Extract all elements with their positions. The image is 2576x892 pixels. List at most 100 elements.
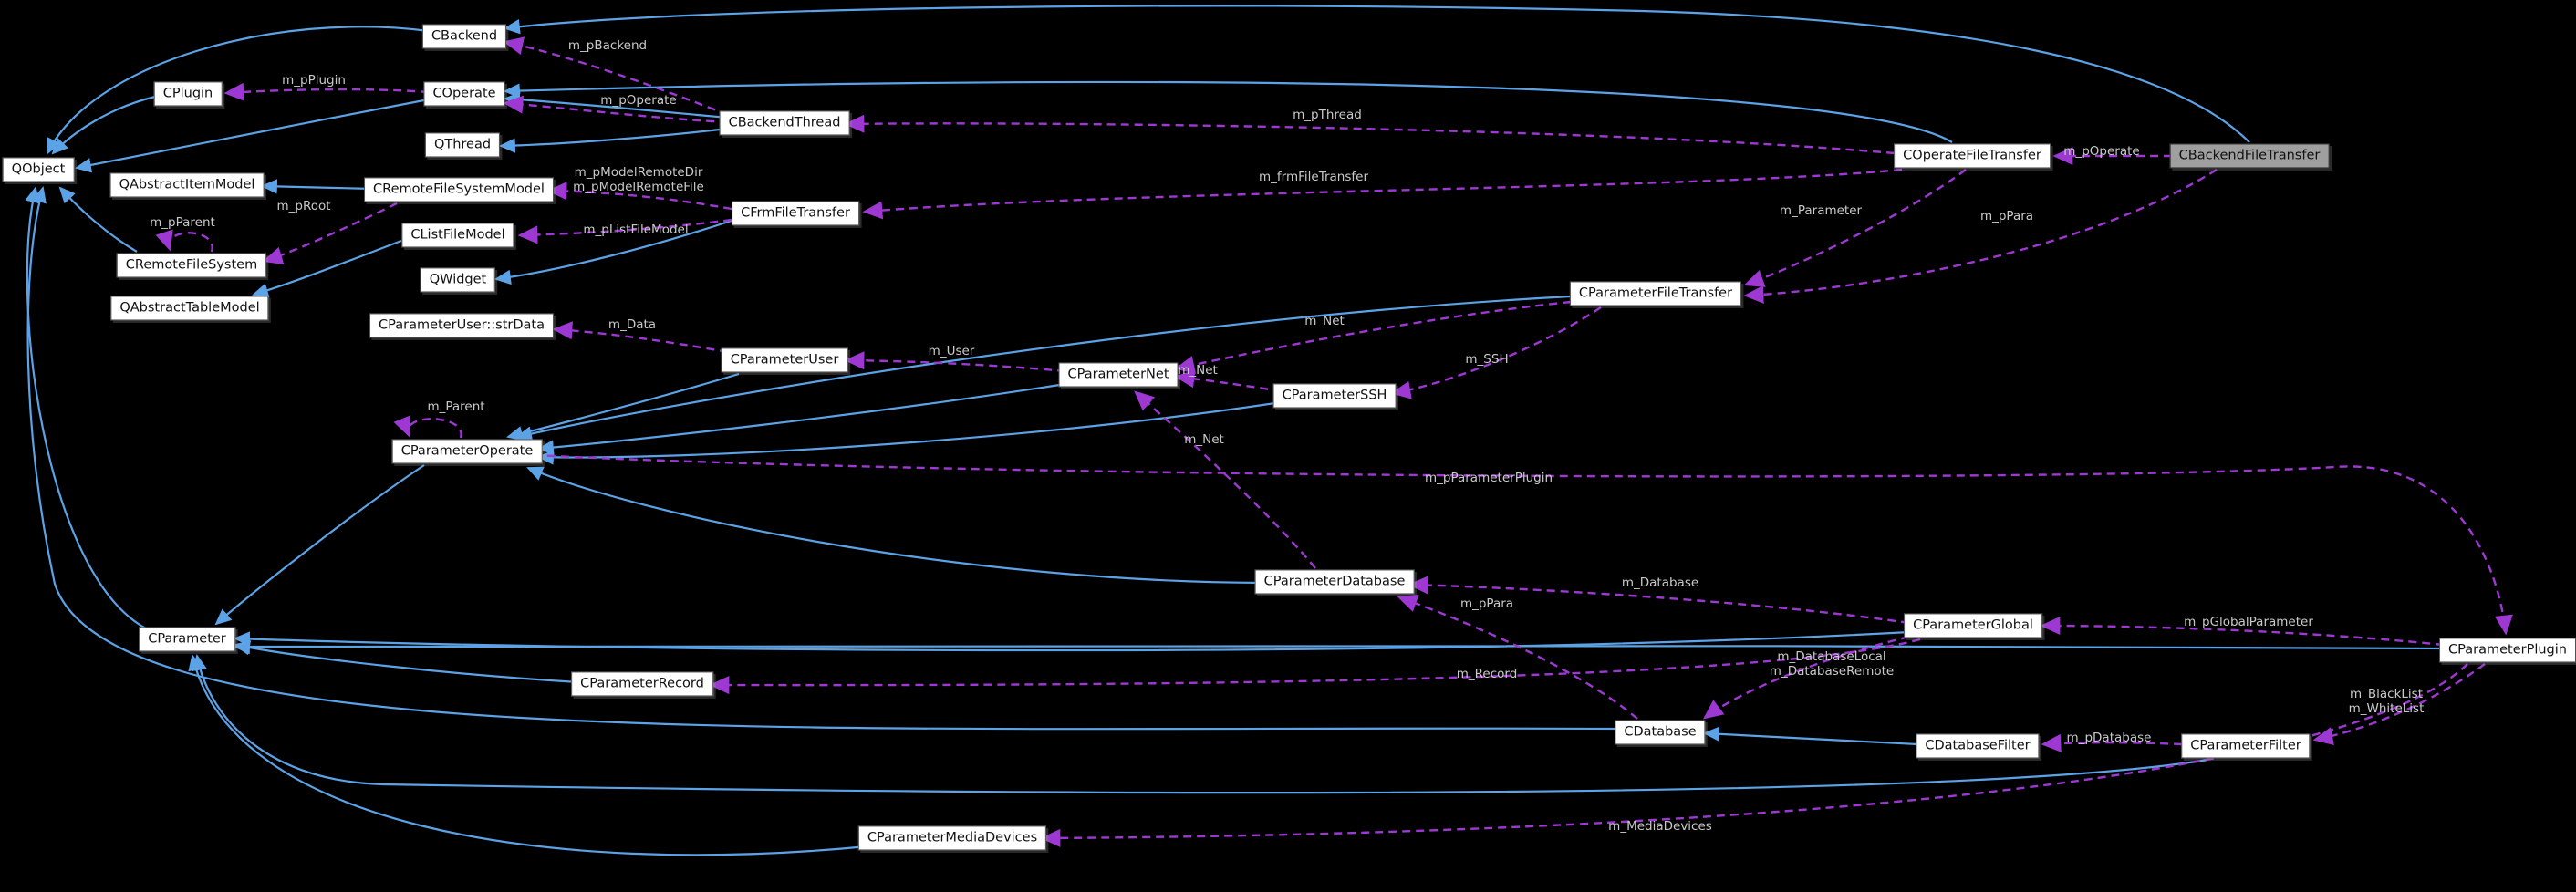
edge-cdatabase-to-cparameterdatabase [1397, 595, 1638, 720]
edge-cparameterfilter-to-cparameter [192, 653, 2208, 794]
edge-cfrmfiletransfer-to-qwidget [493, 219, 732, 285]
class-node-cremotefilesystemmodel[interactable]: CRemoteFileSystemModel [364, 177, 554, 202]
edge-cparameterglobal-to-cparameter [233, 630, 1910, 652]
edge-cparameterplugin-to-cparametermediadevices [1040, 663, 2468, 847]
edge-cparameternet-to-cparameteroperate [536, 382, 1066, 455]
class-node-cparameterfilter[interactable]: CParameterFilter [2181, 733, 2311, 759]
class-node-cbackendfiletransfer: CBackendFileTransfer [2169, 143, 2330, 169]
edge-label-m_pListFileModel: m_pListFileModel [583, 222, 689, 237]
class-node-cbackendthread[interactable]: CBackendThread [719, 110, 850, 136]
class-node-cfrmfiletransfer[interactable]: CFrmFileTransfer [732, 201, 859, 226]
edge-label-m_pBackend: m_pBackend [567, 37, 648, 53]
class-node-qabstracttablemodel[interactable]: QAbstractTableModel [110, 296, 269, 321]
class-node-cparameterssh[interactable]: CParameterSSH [1272, 383, 1397, 409]
edge-label-m_pPara: m_pPara [1979, 208, 2034, 223]
edge-cparameterfiletransfer-to-cparameternet [1174, 300, 1572, 374]
class-node-cparameternet[interactable]: CParameterNet [1058, 362, 1179, 388]
edge-cparameteruser-to-cparameteroperate [506, 372, 740, 441]
edge-cparameterrecord-to-cparameter [233, 640, 579, 684]
edge-cremotefilesystemmodel-to-cremotefilesystem [262, 202, 398, 265]
edge-cparameter-to-qobject [25, 185, 147, 629]
edge-label-m_MediaDevices: m_MediaDevices [1608, 818, 1712, 834]
class-node-cparameteroperate[interactable]: CParameterOperate [391, 439, 543, 464]
class-node-cparametermediadevices[interactable]: CParameterMediaDevices [857, 825, 1047, 851]
edge-label-m_frmFileTransfer: m_frmFileTransfer [1259, 169, 1368, 184]
class-node-cparameterdatabase[interactable]: CParameterDatabase [1254, 569, 1415, 595]
edge-label-m_pParent: m_pParent [150, 214, 215, 230]
class-node-qwidget[interactable]: QWidget [420, 267, 496, 293]
edge-label-m_Database: m_Database [1621, 575, 1699, 590]
edge-coperate-to-cplugin [223, 82, 430, 101]
class-node-cplugin[interactable]: CPlugin [153, 81, 223, 107]
edge-label-m_pParameterPlugin: m_pParameterPlugin [1424, 470, 1553, 485]
edge-cbackend-to-qobject [47, 26, 430, 155]
class-node-qobject[interactable]: QObject [2, 157, 75, 182]
class-node-cbackend[interactable]: CBackend [421, 24, 507, 49]
edge-label-m_pGlobalParameter: m_pGlobalParameter [2184, 614, 2313, 629]
edge-label-m_pModelRemoteDir: m_pModelRemoteDir m_pModelRemoteFile [573, 164, 704, 194]
edge-label-m_pOperate: m_pOperate [2063, 143, 2140, 159]
edge-cparameterglobal-to-cdatabase [1703, 635, 1910, 720]
edge-cplugin-to-qobject [51, 95, 156, 155]
class-node-cparameterfiletransfer[interactable]: CParameterFileTransfer [1569, 281, 1742, 306]
edge-coperatefiletransfer-to-coperate [503, 80, 1953, 143]
class-node-cdatabase[interactable]: CDatabase [1615, 720, 1706, 745]
edge-cbackendfiletransfer-to-cbackend [503, 5, 2250, 143]
class-node-cparameter[interactable]: CParameter [139, 627, 235, 652]
edge-cparameterfilter-to-cdatabasefilter [2041, 733, 2183, 752]
class-node-cremotefilesystem[interactable]: CRemoteFileSystem [116, 253, 267, 278]
edge-cremotefilesystemmodel-to-qabstractitemmodel [260, 179, 375, 194]
class-node-coperate[interactable]: COperate [423, 81, 505, 107]
class-node-strdata[interactable]: CParameterUser::strData [369, 313, 554, 338]
edge-cparameterfiletransfer-to-cparameteroperate [514, 295, 1572, 441]
edge-cbackendthread-to-cbackend [503, 36, 729, 117]
edge-label-m_pPlugin: m_pPlugin [282, 72, 346, 88]
edge-cparameteroperate-to-cparameteroperate [393, 415, 462, 439]
class-node-clistfilemodel[interactable]: CListFileModel [401, 223, 514, 248]
edge-cparameternet-to-cparameteruser [844, 351, 1066, 373]
edge-label-m_Data: m_Data [608, 316, 657, 332]
edge-label-m_pDatabase: m_pDatabase [2066, 730, 2152, 745]
edge-cremotefilesystem-to-qobject [58, 186, 138, 253]
edge-cparameterssh-to-cparameternet [1174, 369, 1283, 393]
edge-label-m_Record: m_Record [1456, 666, 1518, 681]
edge-cbackendthread-to-qthread [498, 127, 729, 153]
edge-cparametermediadevices-to-cparameter [188, 653, 868, 856]
class-node-cparameteruser[interactable]: CParameterUser [721, 347, 848, 373]
edge-coperatefiletransfer-to-cfrmfiletransfer [862, 168, 1903, 220]
class-node-cparameterrecord[interactable]: CParameterRecord [571, 671, 713, 697]
class-node-qthread[interactable]: QThread [424, 132, 501, 158]
class-node-cdatabasefilter[interactable]: CDatabaseFilter [1916, 733, 2040, 759]
edge-cparameterdatabase-to-cparameteroperate [526, 466, 1265, 585]
edge-cdatabase-to-qobject [26, 186, 1622, 731]
edge-coperate-to-qobject [74, 98, 430, 173]
class-node-cparameterglobal[interactable]: CParameterGlobal [1904, 613, 2042, 638]
class-node-coperatefiletransfer[interactable]: COperateFileTransfer [1894, 143, 2051, 169]
edge-cbackendfiletransfer-to-cparameterfiletransfer [1743, 168, 2218, 305]
edge-paths [25, 5, 2513, 856]
edge-cparameterfiletransfer-to-cparameterssh [1390, 306, 1602, 399]
edge-clistfilemodel-to-qabstracttablemodel [252, 239, 402, 298]
edge-cparameteroperate-to-cparameterplugin [533, 453, 2513, 636]
edge-label-m_Net: m_Net [1184, 431, 1224, 447]
edge-label-m_BlackList: m_BlackList m_WhiteList [2348, 686, 2425, 716]
edge-coperatefiletransfer-to-cbackendthread [844, 114, 1896, 155]
edge-cparameteruser-to-strdata [552, 321, 729, 354]
edge-cbackendthread-to-coperate [503, 95, 729, 124]
edge-label-m_Parent: m_Parent [427, 399, 485, 414]
edge-label-m_pOperate: m_pOperate [600, 92, 677, 108]
edge-label-m_Net: m_Net [1304, 313, 1345, 328]
edge-label-m_User: m_User [928, 343, 975, 358]
class-node-cparameterplugin[interactable]: CParameterPlugin [2439, 638, 2576, 663]
edge-label-m_pThread: m_pThread [1293, 107, 1362, 122]
class-node-qabstractitemmodel[interactable]: QAbstractItemModel [109, 172, 265, 198]
edge-cparameterdatabase-to-cparameternet [1134, 390, 1316, 569]
edge-coperatefiletransfer-to-cparameterfiletransfer [1743, 169, 1967, 287]
edge-label-m_Parameter: m_Parameter [1779, 202, 1863, 218]
edge-cparameterglobal-to-cparameterdatabase [1407, 576, 1910, 625]
edge-cparameterplugin-to-cparameterfilter [2312, 663, 2486, 745]
edge-label-m_pRoot: m_pRoot [276, 198, 331, 213]
edge-cparameteroperate-to-cparameter [214, 464, 425, 626]
